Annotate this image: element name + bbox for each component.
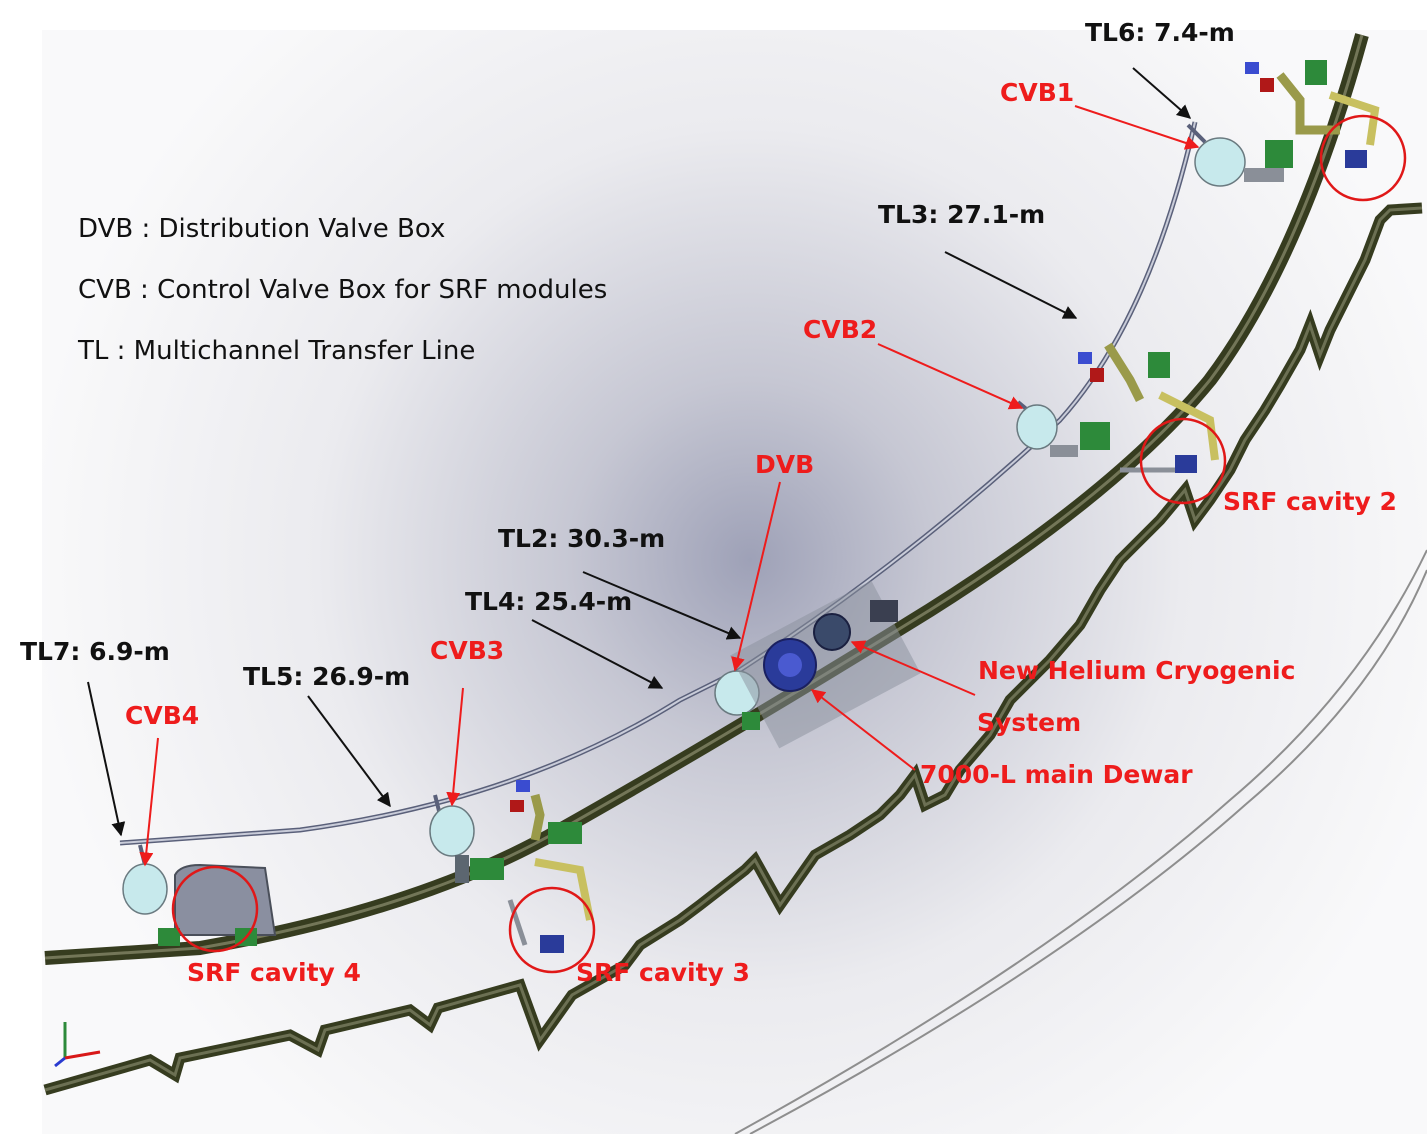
srf-modules: [158, 60, 1407, 974]
tl5-label: TL5: 26.9-m: [243, 662, 411, 691]
tl2-arrow: [582, 571, 742, 640]
black-arrows: [87, 67, 1192, 837]
srf-cavity-3-label: SRF cavity 3: [576, 958, 750, 987]
helium-system-label-line2: System: [977, 708, 1082, 737]
cryogenic-plant: [729, 580, 921, 749]
tl7-label: TL7: 6.9-m: [20, 637, 170, 666]
srf-cavity-4-label: SRF cavity 4: [187, 958, 361, 987]
tl4-label: TL4: 25.4-m: [465, 587, 633, 616]
valve-boxes: [122, 137, 1284, 915]
cvb3-box: [429, 805, 475, 857]
srf-cavity-2-label: SRF cavity 2: [1223, 487, 1397, 516]
legend-dvb: DVB : Distribution Valve Box: [78, 214, 446, 244]
red-arrows: [139, 105, 1200, 867]
cvb2-box: [1016, 404, 1058, 450]
srf-cavity-3-circle: [508, 886, 596, 974]
cvb3-arrow: [446, 687, 464, 807]
cvb1-box: [1194, 137, 1246, 187]
tl6-label: TL6: 7.4-m: [1085, 18, 1235, 47]
far-arc-line: [734, 549, 1427, 1134]
tl3-label: TL3: 27.1-m: [878, 200, 1046, 229]
building-walls: [43, 33, 1427, 1134]
dewar-arrow: [810, 689, 916, 771]
tl7-arrow: [87, 681, 126, 837]
tl3-arrow: [944, 251, 1078, 319]
cvb4-arrow: [139, 737, 159, 867]
dewar-label: 7000-L main Dewar: [920, 760, 1193, 789]
legend-tl: TL : Multichannel Transfer Line: [78, 336, 476, 366]
tl5-arrow: [307, 695, 391, 808]
tl2-label: TL2: 30.3-m: [498, 524, 666, 553]
tl6-arrow: [1132, 67, 1192, 119]
helium-arrow: [850, 640, 976, 696]
srf-cavity-4-circle: [171, 865, 259, 953]
helium-system-label-line1: New Helium Cryogenic: [978, 656, 1296, 685]
dvb-arrow: [731, 481, 781, 672]
cvb1-arrow: [1074, 105, 1200, 150]
coordinate-axes-icon: [54, 1022, 101, 1068]
cvb4-label: CVB4: [125, 701, 200, 730]
dvb-label: DVB: [755, 450, 815, 479]
cryogenic-system-vessel: [813, 613, 851, 651]
background: [42, 30, 1427, 1134]
srf-cavity-1-circle: [1319, 114, 1407, 202]
main-transfer-line-core: [119, 121, 1196, 844]
cvb4-box: [122, 863, 168, 915]
cvb2-label: CVB2: [803, 315, 878, 344]
tl4-arrow: [531, 619, 664, 689]
cvb1-label: CVB1: [1000, 78, 1075, 107]
legend-cvb: CVB : Control Valve Box for SRF modules: [78, 275, 608, 305]
cvb3-label: CVB3: [430, 636, 505, 665]
srf-cavity-2-circle: [1139, 417, 1227, 505]
abbreviation-legend: DVB : Distribution Valve Box CVB : Contr…: [78, 212, 607, 395]
far-arc-line-2: [749, 569, 1427, 1134]
cvb2-arrow: [877, 343, 1024, 410]
outer-stepped-wall-inner: [44, 206, 1423, 1092]
tunnel-wall-highlight: [44, 34, 1364, 960]
